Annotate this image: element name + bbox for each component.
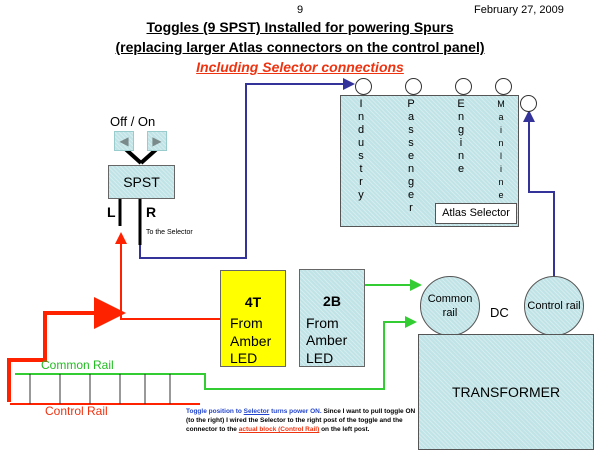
title-line-1-text: Toggles (9 SPST) Installed for powering … xyxy=(146,19,454,35)
selector-letter: s xyxy=(408,124,414,136)
control-rail-label: Control Rail xyxy=(45,404,108,418)
selector-letter: i xyxy=(459,137,463,149)
note-part4: Since I want to pull toggle ON (to the r… xyxy=(186,408,416,433)
blue-wire-control-rail xyxy=(523,110,555,278)
common-rail-terminal[interactable]: Common rail xyxy=(420,276,480,336)
blue-wire-to-selector xyxy=(139,78,355,259)
block-2b-title: 2B xyxy=(323,293,341,309)
selector-terminal-industry[interactable] xyxy=(355,78,372,95)
selector-letter: i xyxy=(500,164,502,174)
block-2b: 2B From Amber LED xyxy=(299,269,365,367)
selector-letter: P xyxy=(407,98,415,110)
common-rail-label: Common Rail xyxy=(41,358,114,372)
selector-letter: i xyxy=(500,125,502,135)
note-part3: turns power ON. xyxy=(269,408,322,415)
right-arrow-icon[interactable]: ▶ xyxy=(147,131,167,151)
selector-terminal-power[interactable] xyxy=(520,95,537,112)
note-part1: Toggle position to xyxy=(186,408,244,415)
block-2b-line3: LED xyxy=(306,350,334,366)
note-part6: on the left post. xyxy=(319,426,370,433)
atlas-selector-label: Atlas Selector xyxy=(435,203,517,224)
selector-terminal-mainline[interactable] xyxy=(495,78,512,95)
selector-letter: a xyxy=(498,112,504,122)
right-post-label: R xyxy=(146,204,157,220)
left-post-label: L xyxy=(107,204,116,220)
selector-letter: a xyxy=(407,111,415,123)
dc-label: DC xyxy=(490,305,509,320)
block-4t-title: 4T xyxy=(244,294,262,310)
selector-terminal-passenger[interactable] xyxy=(405,78,422,95)
spst-switch[interactable]: SPST xyxy=(108,165,175,199)
selector-letter: E xyxy=(457,98,465,110)
selector-letter: e xyxy=(407,150,415,162)
selector-letter: u xyxy=(357,137,365,149)
block-2b-line2: Amber xyxy=(306,332,348,348)
to-selector-label: To the Selector xyxy=(146,229,193,236)
selector-letter: e xyxy=(407,189,415,201)
selector-letter: n xyxy=(357,111,365,123)
selector-letter: e xyxy=(457,163,465,175)
wiring-note: Toggle position to Selector turns power … xyxy=(186,407,416,434)
subtitle: Including Selector connections xyxy=(196,59,404,75)
selector-letter: n xyxy=(457,150,465,162)
selector-letter: n xyxy=(498,138,504,148)
selector-letter: r xyxy=(409,202,413,214)
selector-letter: d xyxy=(357,124,365,136)
block-4t: 4T From Amber LED xyxy=(220,270,286,367)
title-line-2: (replacing larger Atlas connectors on th… xyxy=(0,39,600,55)
selector-letter: M xyxy=(497,99,505,109)
selector-letter: n xyxy=(498,177,504,187)
selector-letter: e xyxy=(498,190,504,200)
page-number: 9 xyxy=(297,4,304,16)
selector-terminal-engine[interactable] xyxy=(455,78,472,95)
selector-letter: t xyxy=(359,163,363,175)
note-part2: Selector xyxy=(243,408,270,415)
selector-letter: I xyxy=(359,98,363,110)
selector-letter: s xyxy=(358,150,364,162)
block-4t-line1: From xyxy=(230,315,263,331)
selector-letter: r xyxy=(359,176,363,188)
common-rail xyxy=(15,316,417,390)
block-2b-line1: From xyxy=(306,315,339,331)
left-arrow-icon[interactable]: ◀ xyxy=(114,131,134,151)
selector-letter: y xyxy=(358,189,364,201)
selector-letter: s xyxy=(408,137,414,149)
block-4t-line2: Amber xyxy=(230,333,272,349)
selector-letter: n xyxy=(407,163,415,175)
note-part5: actual block (Control Rail) xyxy=(238,426,320,433)
transformer: TRANSFORMER xyxy=(418,334,594,450)
block-4t-line3: LED xyxy=(230,350,258,366)
control-rail-terminal[interactable]: Control rail xyxy=(524,276,584,336)
date: February 27, 2009 xyxy=(474,4,564,16)
title-line-1: Toggles (9 SPST) Installed for powering … xyxy=(0,19,600,35)
red-wire-main xyxy=(7,297,126,402)
title-line-2-text: (replacing larger Atlas connectors on th… xyxy=(115,39,485,55)
rail-ties xyxy=(29,374,171,404)
selector-letter: l xyxy=(500,151,502,161)
selector-letter: g xyxy=(457,124,465,136)
off-on-label: Off / On xyxy=(110,114,156,129)
selector-letter: n xyxy=(457,111,465,123)
selector-letter: g xyxy=(407,176,415,188)
